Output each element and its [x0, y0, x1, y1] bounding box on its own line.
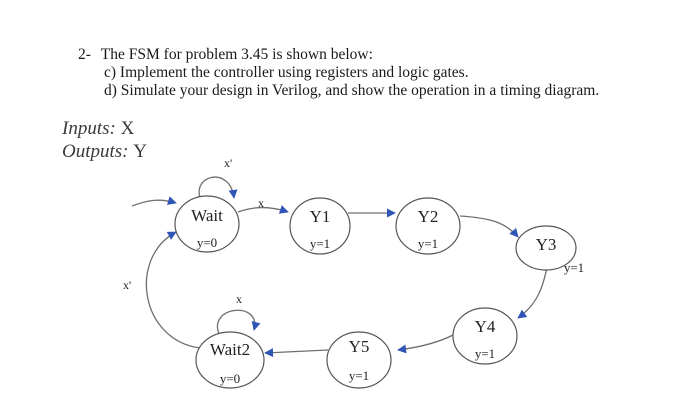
problem-part-d: d) Simulate your design in Verilog, and …: [104, 82, 600, 99]
state-y3-output: y=1: [564, 260, 584, 275]
state-y5-output: y=1: [349, 368, 369, 383]
state-y5-name: Y5: [349, 337, 370, 356]
edge-y2-y3: [459, 215, 519, 238]
outputs-label: Outputs:: [62, 141, 129, 162]
problem-part-c: c) Implement the controller using regist…: [104, 64, 469, 81]
state-y3: Y3 y=1: [515, 225, 584, 275]
inputs-value: X: [120, 118, 135, 139]
state-y5: Y5 y=1: [326, 331, 392, 389]
edge-label-wait2-wait: x': [123, 278, 131, 292]
edge-label-wait-y1: x: [258, 196, 264, 210]
state-y2-name: Y2: [418, 207, 439, 226]
state-y4-output: y=1: [475, 346, 495, 361]
state-wait-name: Wait: [191, 206, 223, 225]
state-y2-output: y=1: [418, 236, 438, 251]
state-wait-output: y=0: [197, 235, 217, 250]
edge-label-wait-self: x': [224, 156, 232, 170]
edge-wait-y1: [237, 205, 289, 214]
outputs-value: Y: [133, 141, 147, 162]
state-y1-output: y=1: [310, 236, 330, 251]
edge-y5-wait2: [264, 348, 329, 358]
problem-heading: 2- The FSM for problem 3.45 is shown bel…: [78, 46, 599, 64]
edge-y4-y5: [397, 333, 456, 354]
entry-arrow: [131, 196, 177, 207]
edge-wait2-wait: [145, 231, 201, 349]
problem-intro: The FSM for problem 3.45 is shown below:: [100, 46, 373, 63]
state-y2: Y2 y=1: [395, 197, 461, 255]
edge-wait-self: [198, 176, 238, 203]
inputs-label: Inputs:: [62, 118, 116, 139]
problem-number: 2-: [78, 46, 91, 63]
problem-text: 2- The FSM for problem 3.45 is shown bel…: [78, 46, 599, 100]
edge-wait2-self: [217, 309, 261, 337]
state-y1-name: Y1: [310, 207, 331, 226]
state-wait: Wait y=0: [174, 195, 240, 253]
state-wait2: Wait2 y=0: [195, 331, 265, 389]
outputs-line: Outputs: Y: [62, 141, 147, 163]
edge-label-wait2-self: x: [236, 292, 242, 306]
state-y1: Y1 y=1: [289, 197, 351, 255]
state-wait2-name: Wait2: [210, 340, 250, 359]
state-y3-name: Y3: [536, 235, 557, 254]
inputs-line: Inputs: X: [62, 118, 134, 140]
state-wait2-output: y=0: [220, 371, 240, 386]
state-y4-name: Y4: [475, 317, 496, 336]
state-y4: Y4 y=1: [452, 307, 518, 365]
